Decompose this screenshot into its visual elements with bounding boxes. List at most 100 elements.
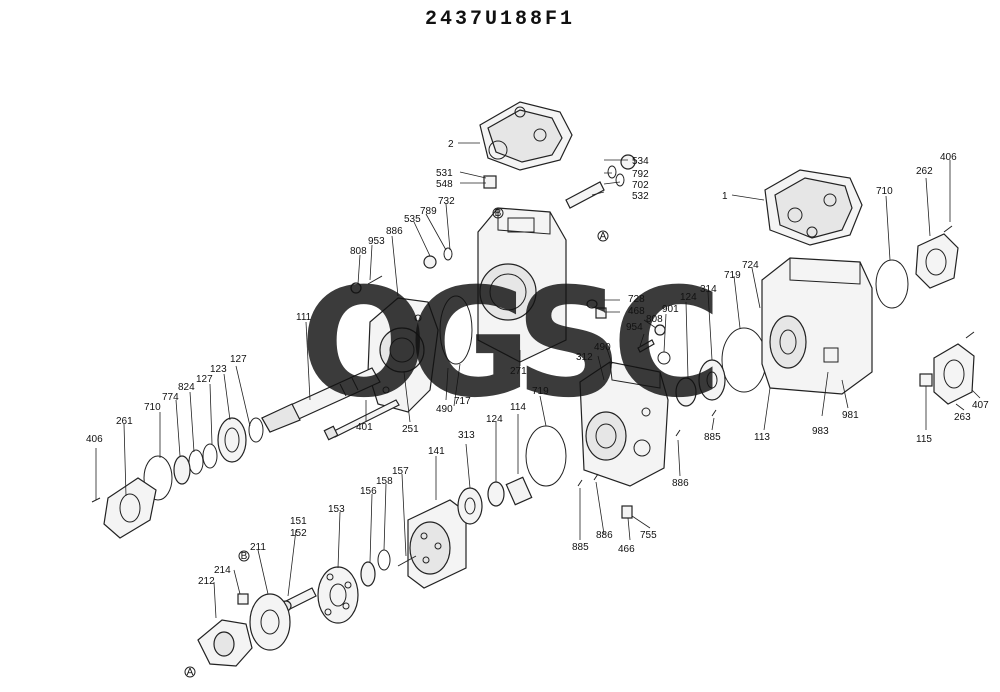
part-labels: 2 1 534 792 702 532 531 548 732 789 535 … [86, 139, 989, 587]
label-127b: 127 [196, 374, 213, 385]
bolt-808a [350, 275, 383, 294]
fitting-532 [565, 181, 605, 209]
plug-115 [919, 373, 933, 387]
label-732: 732 [438, 196, 455, 207]
ring-127b [202, 443, 218, 469]
label-789: 789 [420, 206, 437, 217]
label-271: 271 [510, 366, 527, 377]
label-251: 251 [402, 424, 419, 435]
label-151: 151 [290, 516, 307, 527]
valve-block-312 [579, 361, 669, 487]
label-886b: 886 [672, 478, 689, 489]
callout-marker-a2: A [184, 666, 196, 678]
label-111: 111 [296, 312, 312, 323]
label-114: 114 [510, 402, 526, 413]
label-953: 953 [368, 236, 385, 247]
label-115: 115 [916, 434, 932, 445]
label-717: 717 [454, 396, 471, 407]
o-ring-719b [721, 327, 767, 393]
seal-cover-263 [933, 343, 975, 405]
seal-cover-261 [103, 477, 157, 539]
label-152: 152 [290, 528, 307, 539]
bush-214 [237, 593, 249, 605]
label-263: 263 [954, 412, 971, 423]
label-1: 1 [722, 191, 728, 202]
label-314: 314 [700, 284, 717, 295]
plug-728 [586, 299, 598, 309]
spring-157 [397, 555, 417, 567]
plug-468 [595, 307, 607, 319]
label-534: 534 [632, 156, 649, 167]
label-141: 141 [428, 446, 445, 457]
pins-885-886 [577, 409, 717, 487]
spacer-158 [377, 549, 391, 571]
rear-pump-casing [761, 257, 873, 395]
label-262: 262 [916, 166, 933, 177]
label-406a: 406 [86, 434, 103, 445]
label-702: 702 [632, 180, 649, 191]
label-755: 755 [640, 530, 657, 541]
o-ring-710a [143, 455, 173, 501]
label-886a: 886 [386, 226, 403, 237]
diagram-title: 2437U188F1 [424, 8, 576, 31]
label-158: 158 [376, 476, 393, 487]
label-728: 728 [628, 294, 645, 305]
label-901: 901 [662, 304, 679, 315]
valve-plate-314 [698, 359, 726, 401]
ring-127a [248, 417, 264, 443]
ring-824 [188, 449, 204, 475]
cylinder-block-141 [407, 499, 467, 589]
label-532: 532 [632, 191, 649, 202]
regulator-1 [764, 169, 863, 246]
watermark: O G S C [300, 257, 722, 431]
label-261: 261 [116, 416, 133, 427]
label-113: 113 [754, 432, 770, 443]
seal-cover-262 [915, 233, 959, 289]
label-313: 313 [458, 430, 475, 441]
label-808b: 808 [646, 314, 663, 325]
watermark-letter-o: O [300, 257, 428, 431]
label-312: 312 [576, 352, 593, 363]
ring-774 [173, 455, 191, 485]
callout-marker-b2: B [238, 550, 250, 562]
screw-406b [943, 225, 953, 233]
retainer-plate-153 [317, 566, 359, 624]
callout-text-b2: B [241, 551, 248, 562]
label-710a: 710 [144, 402, 161, 413]
callout-marker-a1: A [597, 230, 609, 242]
drive-shaft-111 [261, 367, 381, 433]
label-774: 774 [162, 392, 179, 403]
shoe-plate-211 [249, 593, 291, 651]
label-157: 157 [392, 466, 409, 477]
watermark-letter-s: S [515, 257, 623, 431]
callout-text-b1: B [495, 208, 502, 219]
pump-casing-271 [477, 207, 567, 363]
plug-466-755 [621, 505, 633, 519]
label-156: 156 [360, 486, 377, 497]
screw-954 [637, 339, 655, 353]
o-ring-717 [439, 295, 473, 365]
o-ring-719a [525, 425, 567, 487]
callout-text-a2: A [187, 667, 194, 678]
label-792: 792 [632, 169, 649, 180]
bearing-124b [675, 377, 697, 407]
label-885b: 885 [572, 542, 589, 553]
label-981: 981 [842, 410, 859, 421]
label-490a: 490 [436, 404, 453, 415]
label-724: 724 [742, 260, 759, 271]
screw-407 [965, 331, 975, 339]
label-824: 824 [178, 382, 195, 393]
nut-534 [620, 154, 636, 170]
label-710b: 710 [876, 186, 893, 197]
label-468: 468 [628, 306, 645, 317]
label-954: 954 [626, 322, 643, 333]
o-ring-710b [875, 259, 909, 309]
valve-plate-313 [457, 487, 483, 525]
coupling-114 [505, 476, 533, 506]
leader-lines [95, 142, 981, 619]
bearing-123 [217, 417, 247, 463]
label-808a: 808 [350, 246, 367, 257]
bushing-156 [360, 561, 376, 587]
o-rings-792-702 [607, 165, 625, 187]
